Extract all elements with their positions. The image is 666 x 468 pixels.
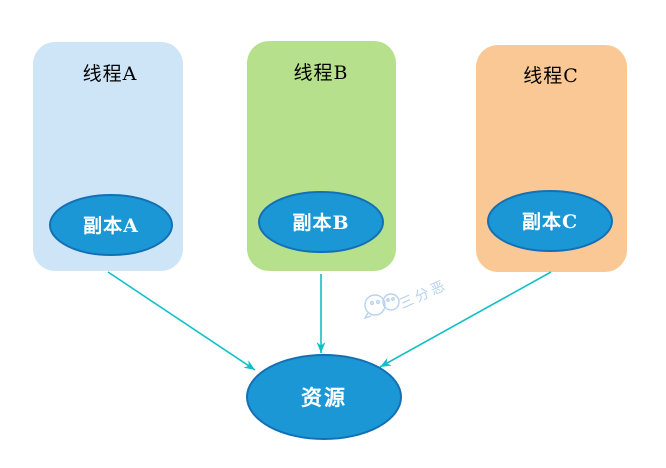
arrow-copy-a-to-resource (107, 271, 256, 371)
copy-a-ellipse (49, 194, 173, 256)
resource-ellipse (246, 354, 402, 440)
thread-c-group: 线程C 副本C (476, 45, 627, 272)
resource-group: 资源 (246, 354, 402, 440)
thread-c-title: 线程C (523, 65, 579, 87)
copy-c-label: 副本C (522, 210, 578, 233)
thread-a-group: 线程A 副本A (33, 42, 183, 271)
chat-faces-icon (363, 293, 400, 320)
thread-b-title: 线程B (294, 62, 349, 84)
arrow-copy-c-to-resource (379, 271, 552, 368)
watermark-text: 三分恶 (397, 277, 450, 312)
copy-a-label: 副本A (83, 214, 139, 237)
thread-a-title: 线程A (83, 63, 138, 85)
resource-label: 资源 (301, 385, 347, 410)
copy-b-label: 副本B (292, 211, 349, 234)
copy-b-ellipse (258, 191, 384, 253)
thread-b-group: 线程B 副本B (247, 41, 396, 271)
copy-c-ellipse (487, 190, 613, 252)
watermark: 三分恶 (363, 277, 450, 320)
